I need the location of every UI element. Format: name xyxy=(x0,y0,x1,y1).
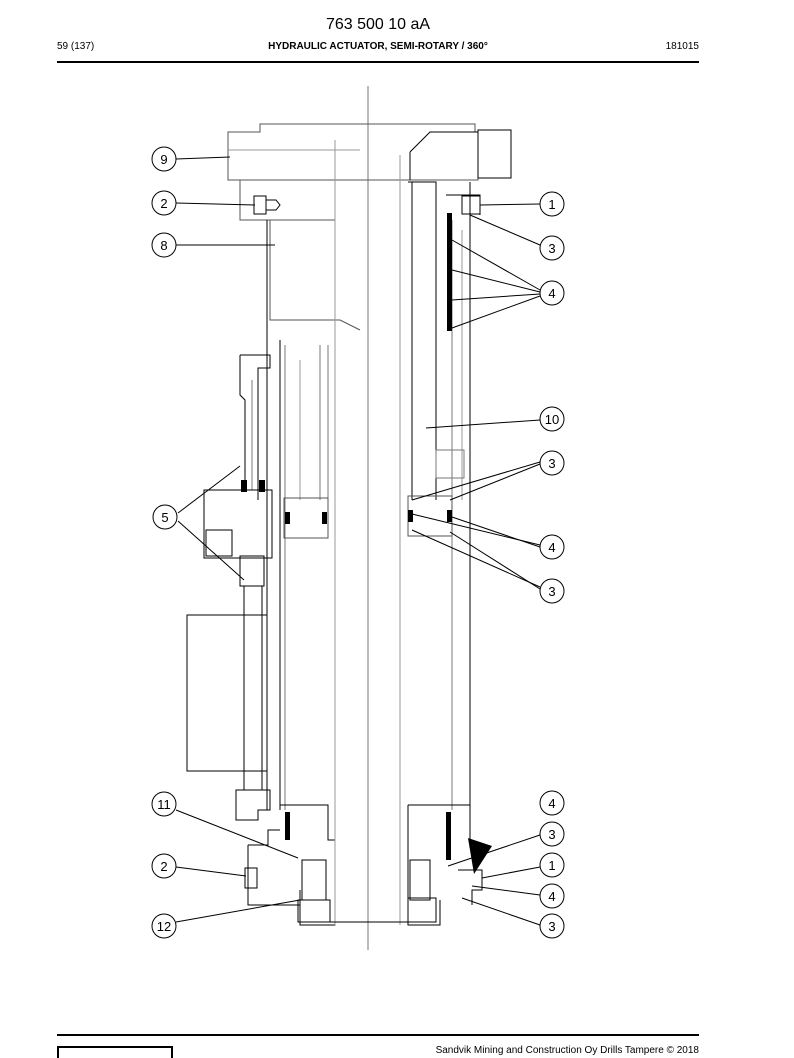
callout-1-upper: 1 xyxy=(539,191,565,217)
sandvik-logo xyxy=(57,1046,173,1058)
svg-text:4: 4 xyxy=(548,796,555,811)
bolt-lower-left xyxy=(244,867,258,889)
callout-4-lower-upper: 4 xyxy=(539,790,565,816)
lower-flange-right xyxy=(408,804,471,848)
stud-right xyxy=(409,859,431,901)
svg-text:8: 8 xyxy=(160,238,167,253)
callout-3-lower-upper: 3 xyxy=(539,821,565,847)
callout-4-middle: 4 xyxy=(539,534,565,560)
bolt-upper-right xyxy=(461,195,481,215)
nut-left xyxy=(297,899,331,923)
svg-text:11: 11 xyxy=(157,797,171,812)
bolt-upper-left xyxy=(253,195,267,215)
svg-text:4: 4 xyxy=(548,889,555,904)
callout-2-lower: 2 xyxy=(151,853,177,879)
callout-8: 8 xyxy=(151,232,177,258)
callout-4-upper: 4 xyxy=(539,280,565,306)
footer-rule xyxy=(57,1034,699,1036)
seal-strip-lower-left xyxy=(285,812,290,840)
document-number: 763 500 10 aA xyxy=(325,16,431,33)
top-port-block xyxy=(477,129,512,179)
svg-text:4: 4 xyxy=(548,540,555,555)
svg-text:12: 12 xyxy=(157,919,171,934)
callout-12: 12 xyxy=(151,913,177,939)
header-rule xyxy=(57,61,699,63)
callout-3-middle-upper: 3 xyxy=(539,450,565,476)
middle-seal-left xyxy=(283,497,329,539)
svg-text:3: 3 xyxy=(548,827,555,842)
page-title: HYDRAULIC ACTUATOR, SEMI-ROTARY / 360° xyxy=(268,41,488,52)
svg-text:3: 3 xyxy=(548,584,555,599)
svg-text:3: 3 xyxy=(548,241,555,256)
svg-text:10: 10 xyxy=(545,412,559,427)
callout-5: 5 xyxy=(152,504,178,530)
hydraulic-pipe-lower xyxy=(235,789,271,821)
wedge-seal xyxy=(468,838,492,874)
outer-shell-right xyxy=(408,181,437,500)
callout-4-lower: 4 xyxy=(539,883,565,909)
side-motor-body xyxy=(186,614,268,772)
svg-text:4: 4 xyxy=(548,286,555,301)
page-number: 59 (137) xyxy=(57,41,95,52)
callout-1-lower: 1 xyxy=(539,852,565,878)
svg-text:9: 9 xyxy=(160,152,167,167)
svg-text:3: 3 xyxy=(548,456,555,471)
svg-text:5: 5 xyxy=(161,510,168,525)
callout-2-upper: 2 xyxy=(151,190,177,216)
callout-11: 11 xyxy=(151,791,177,817)
svg-text:3: 3 xyxy=(548,919,555,934)
callout-3-lower: 3 xyxy=(539,913,565,939)
footer-copyright: Sandvik Mining and Construction Oy Drill… xyxy=(435,1045,699,1056)
svg-text:2: 2 xyxy=(160,859,167,874)
middle-seal-right xyxy=(407,495,453,537)
seal-strip-upper-right xyxy=(447,213,452,331)
callout-10: 10 xyxy=(539,406,565,432)
svg-text:1: 1 xyxy=(548,858,555,873)
pipe-fitting xyxy=(239,555,265,587)
callout-3-upper: 3 xyxy=(539,235,565,261)
callout-9: 9 xyxy=(151,146,177,172)
hydraulic-pipe-upper xyxy=(240,354,271,500)
callout-3-middle-lower: 3 xyxy=(539,578,565,604)
svg-text:2: 2 xyxy=(160,196,167,211)
stud-left xyxy=(301,859,327,901)
svg-text:1: 1 xyxy=(548,197,555,212)
nut-right xyxy=(407,897,437,923)
valve-block xyxy=(203,489,273,559)
date-code: 181015 xyxy=(665,41,699,52)
upper-flange-left xyxy=(240,179,361,331)
seal-strip-lower-right xyxy=(446,812,451,860)
